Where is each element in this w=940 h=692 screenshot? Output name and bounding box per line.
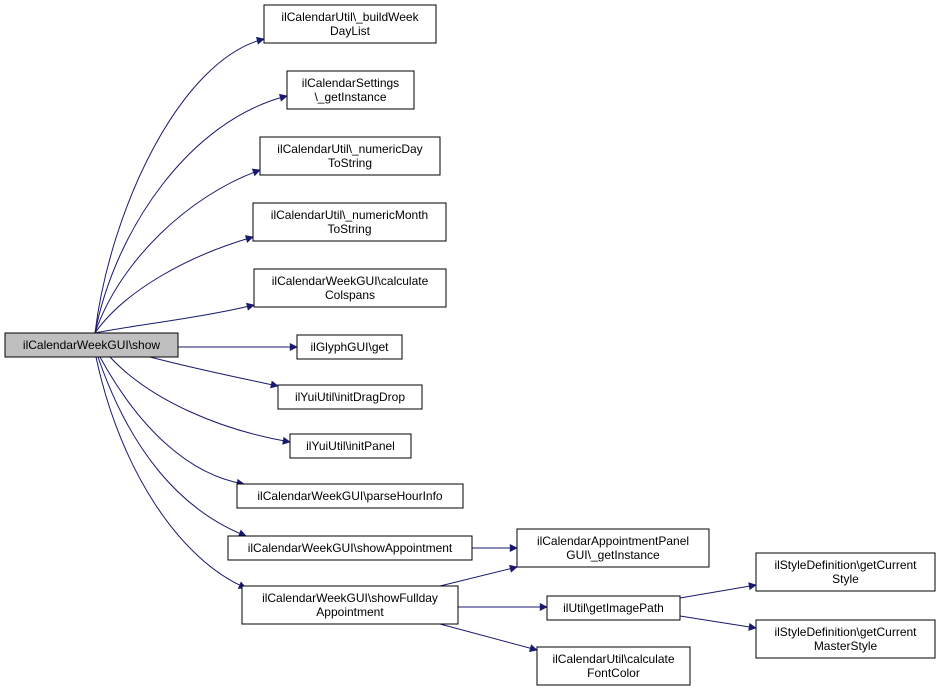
node-box bbox=[259, 136, 441, 176]
node-label: ilYuiUtil\initDragDrop bbox=[295, 390, 405, 404]
node-label: ilYuiUtil\initPanel bbox=[306, 439, 395, 453]
edge-line bbox=[109, 356, 291, 445]
node-label: ilCalendarUtil\calculate bbox=[552, 652, 674, 666]
node-label: ilCalendarAppointmentPanel bbox=[537, 534, 689, 548]
edge-root-to-n2 bbox=[94, 93, 288, 334]
node-n8[interactable]: ilYuiUtil\initPanel bbox=[289, 433, 412, 459]
edge-line bbox=[94, 302, 255, 334]
edge-root-to-n8 bbox=[109, 356, 291, 445]
edge-line bbox=[94, 93, 288, 334]
node-label: Colspans bbox=[325, 288, 375, 302]
node-box bbox=[755, 552, 936, 592]
edge-root-to-n7 bbox=[149, 356, 279, 389]
node-label: ilGlyphGUI\get bbox=[310, 340, 389, 354]
edge-line bbox=[95, 356, 247, 589]
edge-n13-to-n16 bbox=[679, 615, 757, 631]
node-label: ilStyleDefinition\getCurrent bbox=[774, 558, 917, 572]
edge-root-to-n11 bbox=[95, 356, 247, 589]
edge-line bbox=[94, 168, 261, 334]
node-label: \_getInstance bbox=[314, 90, 386, 104]
node-box bbox=[516, 528, 710, 568]
node-n6[interactable]: ilGlyphGUI\get bbox=[296, 334, 403, 360]
node-n10[interactable]: ilCalendarWeekGUI\showAppointment bbox=[227, 535, 473, 561]
node-label: ilStyleDefinition\getCurrent bbox=[774, 625, 917, 639]
edge-root-to-n10 bbox=[97, 356, 247, 538]
edge-line bbox=[679, 615, 757, 631]
edge-line bbox=[99, 356, 245, 487]
node-root[interactable]: ilCalendarWeekGUI\show bbox=[4, 332, 179, 358]
node-label: ilCalendarUtil\_numericDay bbox=[277, 142, 422, 156]
node-box bbox=[277, 384, 423, 410]
node-n7[interactable]: ilYuiUtil\initDragDrop bbox=[277, 384, 423, 410]
node-box bbox=[263, 4, 437, 44]
node-box bbox=[286, 70, 415, 110]
node-label: ilCalendarWeekGUI\calculate bbox=[272, 274, 429, 288]
edge-n11-to-n12 bbox=[439, 564, 518, 587]
node-box bbox=[241, 585, 459, 625]
node-label: ilCalendarWeekGUI\showFullday bbox=[262, 591, 438, 605]
node-n9[interactable]: ilCalendarWeekGUI\parseHourInfo bbox=[236, 483, 464, 509]
edge-line bbox=[439, 564, 518, 587]
node-label: ilCalendarUtil\_buildWeek bbox=[281, 10, 419, 24]
node-label: Appointment bbox=[316, 605, 384, 619]
edge-root-to-n1 bbox=[94, 36, 265, 334]
node-label: ilCalendarWeekGUI\parseHourInfo bbox=[257, 489, 443, 503]
edge-root-to-n9 bbox=[99, 356, 245, 487]
edge-line bbox=[94, 36, 265, 334]
node-label: ilCalendarWeekGUI\show bbox=[23, 338, 161, 352]
edge-line bbox=[94, 235, 254, 334]
node-box bbox=[755, 619, 936, 659]
node-n13[interactable]: ilUtil\getImagePath bbox=[546, 595, 681, 621]
node-box bbox=[296, 334, 403, 360]
node-box bbox=[546, 595, 681, 621]
edge-n11-to-n14 bbox=[439, 623, 538, 652]
node-label: ilCalendarSettings bbox=[302, 76, 399, 90]
node-box bbox=[227, 535, 473, 561]
edge-n13-to-n15 bbox=[679, 582, 757, 599]
edge-root-to-n5 bbox=[94, 302, 255, 334]
node-label: ilCalendarUtil\_numericMonth bbox=[271, 208, 428, 222]
node-label: ToString bbox=[328, 156, 372, 170]
node-box bbox=[253, 268, 447, 308]
node-box bbox=[252, 202, 447, 242]
node-label: ToString bbox=[327, 222, 371, 236]
node-box bbox=[236, 483, 464, 509]
edge-line bbox=[439, 623, 538, 652]
node-label: MasterStyle bbox=[814, 639, 878, 653]
node-label: Style bbox=[832, 572, 859, 586]
node-label: ilUtil\getImagePath bbox=[563, 601, 664, 615]
edge-root-to-n3 bbox=[94, 168, 261, 334]
edge-root-to-n4 bbox=[94, 235, 254, 334]
node-label: DayList bbox=[330, 24, 371, 38]
node-label: FontColor bbox=[587, 666, 640, 680]
node-box bbox=[536, 646, 691, 686]
node-n12[interactable]: ilCalendarAppointmentPanelGUI\_getInstan… bbox=[516, 528, 710, 568]
node-n2[interactable]: ilCalendarSettings\_getInstance bbox=[286, 70, 415, 110]
edge-line bbox=[149, 356, 279, 389]
node-label: ilCalendarWeekGUI\showAppointment bbox=[248, 541, 453, 555]
node-label: GUI\_getInstance bbox=[566, 548, 660, 562]
edge-line bbox=[679, 582, 757, 599]
node-box bbox=[289, 433, 412, 459]
node-box bbox=[4, 332, 179, 358]
edge-line bbox=[97, 356, 247, 538]
